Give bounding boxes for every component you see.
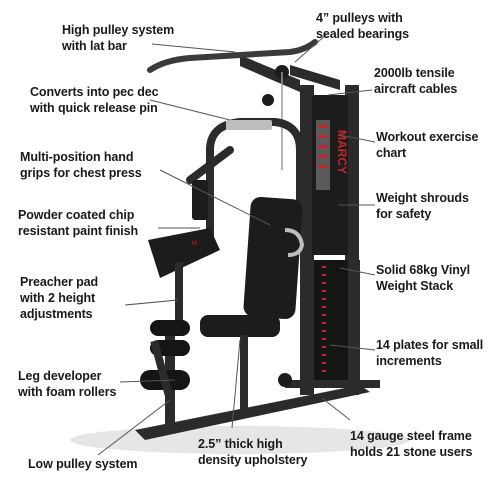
callout-weight-stack: Solid 68kg Vinyl Weight Stack [376, 263, 471, 293]
callout-low-pulley: Low pulley system [28, 457, 138, 471]
hand-grip [192, 180, 208, 220]
pec-dec-bar [226, 120, 272, 130]
svg-text:M: M [192, 241, 197, 247]
pulley [262, 94, 274, 106]
callout-cables: 2000lb tensile aircraft cables [374, 66, 458, 96]
preacher-pad: M [148, 228, 220, 332]
lat-bar [147, 39, 318, 73]
callout-upholstery: 2.5” thick high density upholstery [198, 437, 308, 467]
weight-plate-markers [322, 266, 326, 372]
leader-lines [97, 33, 376, 456]
callout-hand-grips: Multi-position hand grips for chest pres… [20, 150, 142, 180]
callout-chart: Workout exercise chart [376, 130, 479, 160]
callout-powder-coat: Powder coated chip resistant paint finis… [18, 208, 139, 238]
callout-plates: 14 plates for small increments [376, 338, 484, 368]
brand-logo: MARCY [335, 130, 349, 174]
callout-pulleys: 4” pulleys with sealed bearings [316, 11, 409, 41]
callout-shrouds: Weight shrouds for safety [376, 191, 469, 221]
callout-preacher: Preacher pad with 2 height adjustments [20, 275, 99, 321]
backrest [243, 197, 305, 319]
top-beam [240, 55, 340, 92]
callout-frame: 14 gauge steel frame holds 21 stone user… [350, 429, 473, 459]
seat [200, 315, 280, 410]
weight-tower: MARCY [300, 85, 360, 395]
low-pulley [278, 373, 292, 387]
weight-stack [314, 260, 348, 380]
callout-pec-dec: Converts into pec dec with quick release… [30, 85, 159, 115]
callout-leg-developer: Leg developer with foam rollers [18, 369, 117, 399]
callout-high-pulley: High pulley system with lat bar [62, 23, 175, 53]
